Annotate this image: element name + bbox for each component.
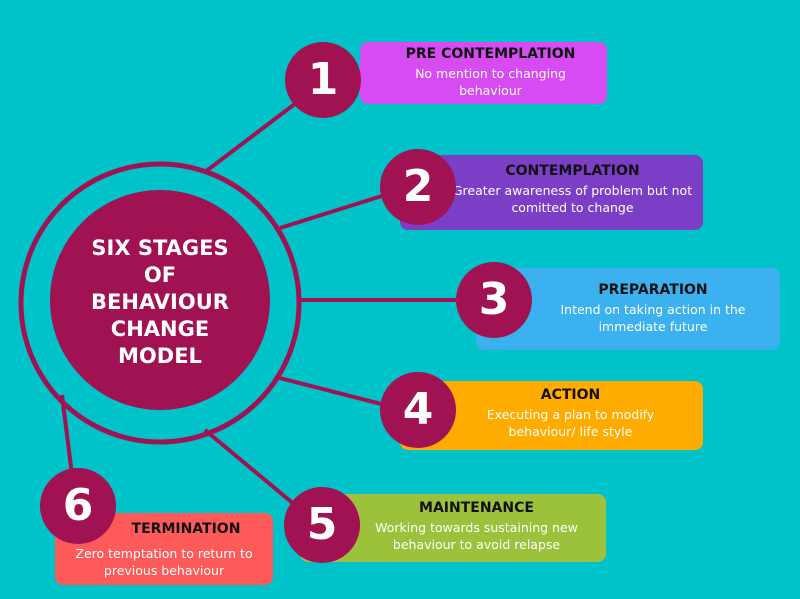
title-line: MODEL (118, 344, 202, 368)
stage-2-box: CONTEMPLATION Greater awareness of probl… (400, 155, 703, 230)
outer-ring (18, 161, 302, 445)
stage-desc: Working towards sustaining new behaviour… (375, 520, 578, 552)
connector-1 (203, 98, 302, 174)
stage-desc: Intend on taking action in the immediate… (560, 302, 746, 334)
stage-1-box: PRE CONTEMPLATION No mention to changing… (360, 42, 607, 104)
stage-desc: Greater awareness of problem but not com… (452, 183, 693, 215)
connector-6 (60, 394, 74, 476)
stage-2-number: 2 (380, 149, 456, 225)
stage-title: PREPARATION (598, 282, 708, 298)
stage-title: ACTION (540, 387, 601, 403)
title-line: OF (143, 263, 177, 287)
stage-title: CONTEMPLATION (505, 163, 640, 179)
stage-title: MAINTENANCE (419, 500, 534, 516)
stage-desc: No mention to changing behaviour (415, 66, 566, 98)
stage-6-number: 6 (40, 468, 116, 544)
stage-1-number: 1 (285, 42, 361, 118)
connector-4 (275, 375, 386, 407)
title-line: BEHAVIOUR (91, 290, 229, 314)
stage-5-number: 5 (284, 487, 360, 563)
stage-4-number: 4 (380, 372, 456, 448)
diagram-title: SIX STAGES OF BEHAVIOUR CHANGE MODEL (60, 235, 260, 370)
stage-3-number: 3 (456, 262, 532, 338)
stage-desc: Executing a plan to modify behaviour/ li… (486, 407, 655, 439)
connector-2 (279, 193, 386, 230)
stage-title: TERMINATION (131, 521, 241, 537)
center-circle (50, 190, 270, 410)
connector-5 (203, 428, 297, 507)
stage-title: PRE CONTEMPLATION (405, 46, 576, 62)
title-line: CHANGE (110, 317, 210, 341)
stage-desc: Zero temptation to return to previous be… (75, 546, 253, 578)
title-line: SIX STAGES (91, 236, 229, 260)
